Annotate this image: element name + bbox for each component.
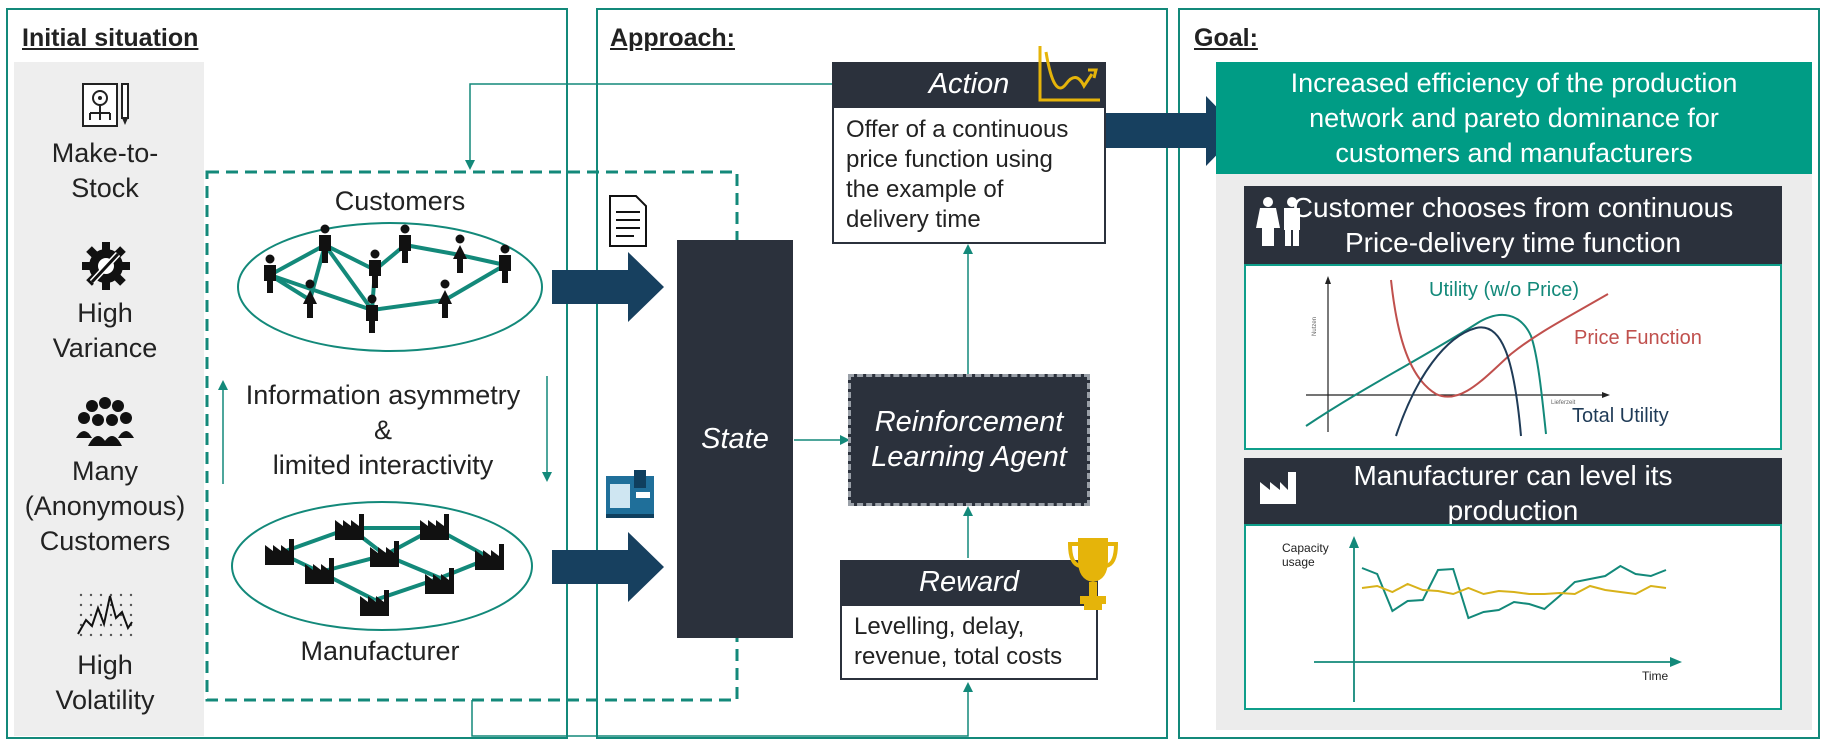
goal-heading: Goal:: [1194, 24, 1258, 52]
state-label: State: [701, 422, 769, 455]
document-gear-icon: [82, 83, 129, 127]
manufacturer-level-header: Manufacturer can level its production: [1244, 458, 1782, 526]
action-title: Action: [928, 67, 1010, 100]
utility-label: Utility (w/o Price): [1429, 279, 1579, 301]
approach-heading: Approach:: [610, 24, 735, 52]
price-function-curve: [1390, 279, 1609, 398]
capacity-series-1: [1361, 564, 1667, 620]
state-box: State: [677, 240, 793, 638]
utility-curve: [1305, 314, 1547, 435]
action-to-goal-arrow: [1104, 96, 1240, 166]
price-utility-chart-box: [1244, 264, 1782, 450]
document-icon: [609, 195, 647, 247]
customers-label: Customers: [334, 186, 466, 216]
factory-icons: [265, 514, 504, 616]
chart1-x-axis-label: Lieferzeit: [1551, 400, 1576, 406]
initial-situation-heading: Initial situation: [22, 24, 199, 52]
price-curve-icon: [1038, 46, 1100, 102]
initial-situation-panel: [6, 8, 568, 739]
customer-person-icons: [264, 224, 511, 333]
customer-chooses-header: Customer chooses from continuous Price-d…: [1244, 186, 1782, 264]
goal-banner: Increased efficiency of the production n…: [1216, 62, 1812, 174]
price-utility-chart: Nutzen Lieferzeit Utility (w/o Price) Pr…: [1305, 276, 1702, 437]
manufacturer-to-state-arrow: [552, 532, 664, 602]
customers-to-state-arrow: [552, 252, 664, 322]
volatility-chart-icon: [77, 593, 133, 637]
action-description: Offer of a continuous price function usi…: [832, 106, 1106, 244]
customer-links: [268, 243, 507, 312]
chart1-y-axis-label: Nutzen: [1312, 317, 1318, 336]
rl-agent-box: Reinforcement Learning Agent: [848, 374, 1090, 506]
factory-header-icon: [1260, 472, 1296, 504]
make-to-stock-label: Make-to-Stock: [51, 138, 159, 203]
many-customers-label: Many(Anonymous)Customers: [24, 456, 186, 556]
asymmetry-text: Information asymmetry & limited interact…: [245, 380, 521, 480]
manufacturer-label: Manufacturer: [300, 636, 460, 666]
time-label: Time: [1642, 669, 1669, 683]
approach-panel: [596, 8, 1168, 739]
price-function-label: Price Function: [1574, 327, 1702, 349]
customers-ellipse: [237, 222, 543, 352]
trophy-icon: [1068, 538, 1118, 610]
gear-wrench-icon: [82, 242, 130, 290]
machine-icon: [606, 470, 654, 518]
capacity-chart-box: [1244, 524, 1782, 710]
reward-title: Reward: [919, 565, 1019, 598]
reward-header: Reward: [840, 560, 1098, 604]
total-utility-curve: [1395, 326, 1522, 437]
total-utility-label: Total Utility: [1572, 405, 1669, 427]
reward-description: Levelling, delay, revenue, total costs: [840, 604, 1098, 680]
capacity-series-2: [1361, 582, 1667, 596]
bottom-feedback-line: [471, 682, 973, 737]
couple-icon: [1256, 197, 1300, 246]
goal-panel: [1178, 8, 1820, 739]
action-feedback-line: [465, 83, 833, 170]
crowd-icon: [76, 397, 134, 446]
